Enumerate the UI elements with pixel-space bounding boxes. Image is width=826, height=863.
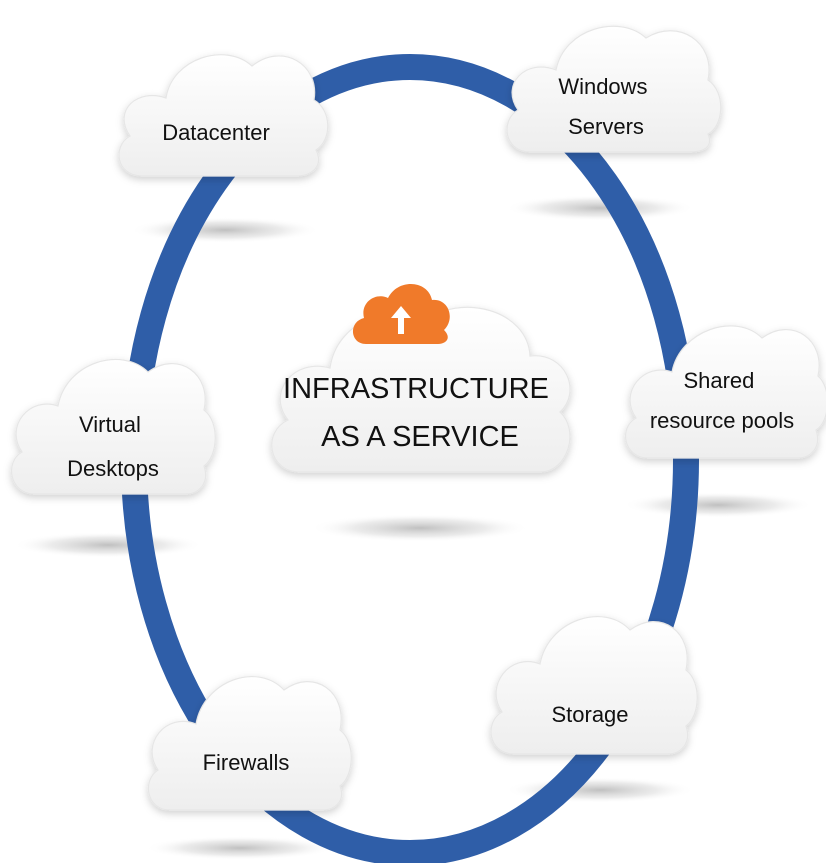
label-shared-resource-pools-line-1: Shared bbox=[683, 368, 754, 393]
node-firewalls: Firewalls bbox=[147, 675, 352, 811]
cloud-windows-servers bbox=[506, 25, 722, 153]
cloud-storage bbox=[490, 615, 698, 755]
center-cloud: INFRASTRUCTURE AS A SERVICE bbox=[271, 283, 571, 473]
label-firewalls-line-1: Firewalls bbox=[203, 750, 290, 775]
node-virtual-desktops: Virtual Desktops bbox=[11, 358, 216, 495]
upload-arrow-icon bbox=[391, 306, 411, 334]
center-title: INFRASTRUCTURE AS A SERVICE bbox=[283, 373, 557, 453]
node-storage: Storage bbox=[490, 615, 698, 755]
label-virtual-desktops-line-2: Desktops bbox=[67, 456, 159, 481]
cloud-upload-icon bbox=[352, 283, 450, 344]
center-title-line-2: AS A SERVICE bbox=[321, 421, 519, 453]
shadow-center bbox=[310, 514, 530, 542]
shadow-datacenter bbox=[130, 217, 320, 243]
node-datacenter: Datacenter bbox=[118, 54, 329, 177]
label-firewalls: Firewalls bbox=[203, 750, 290, 775]
label-storage-line-1: Storage bbox=[551, 702, 628, 727]
node-shared-resource-pools: Shared resource pools bbox=[625, 325, 826, 459]
label-shared-resource-pools-line-2: resource pools bbox=[650, 408, 794, 433]
center-title-line-1: INFRASTRUCTURE bbox=[283, 373, 549, 405]
cloud-virtual-desktops bbox=[11, 358, 216, 495]
label-datacenter-line-1: Datacenter bbox=[162, 120, 270, 145]
label-windows-servers-line-1: Windows bbox=[558, 74, 647, 99]
node-windows-servers: Windows Servers bbox=[506, 25, 722, 153]
cloud-shared-resource-pools bbox=[625, 325, 826, 459]
label-virtual-desktops-line-1: Virtual bbox=[79, 412, 141, 437]
shadow-shared-pools bbox=[623, 492, 813, 518]
shadow-virtual-desktops bbox=[13, 532, 203, 558]
cloud-firewalls bbox=[147, 675, 352, 811]
cloud-datacenter bbox=[118, 54, 329, 177]
label-shared-resource-pools: Shared resource pools bbox=[650, 368, 794, 433]
label-datacenter: Datacenter bbox=[162, 120, 270, 145]
label-windows-servers-line-2: Servers bbox=[568, 114, 644, 139]
shadow-windows-servers bbox=[505, 195, 695, 221]
label-windows-servers: Windows Servers bbox=[558, 74, 653, 139]
shadow-firewalls bbox=[145, 836, 335, 860]
label-storage: Storage bbox=[551, 702, 628, 727]
label-virtual-desktops: Virtual Desktops bbox=[67, 412, 159, 481]
